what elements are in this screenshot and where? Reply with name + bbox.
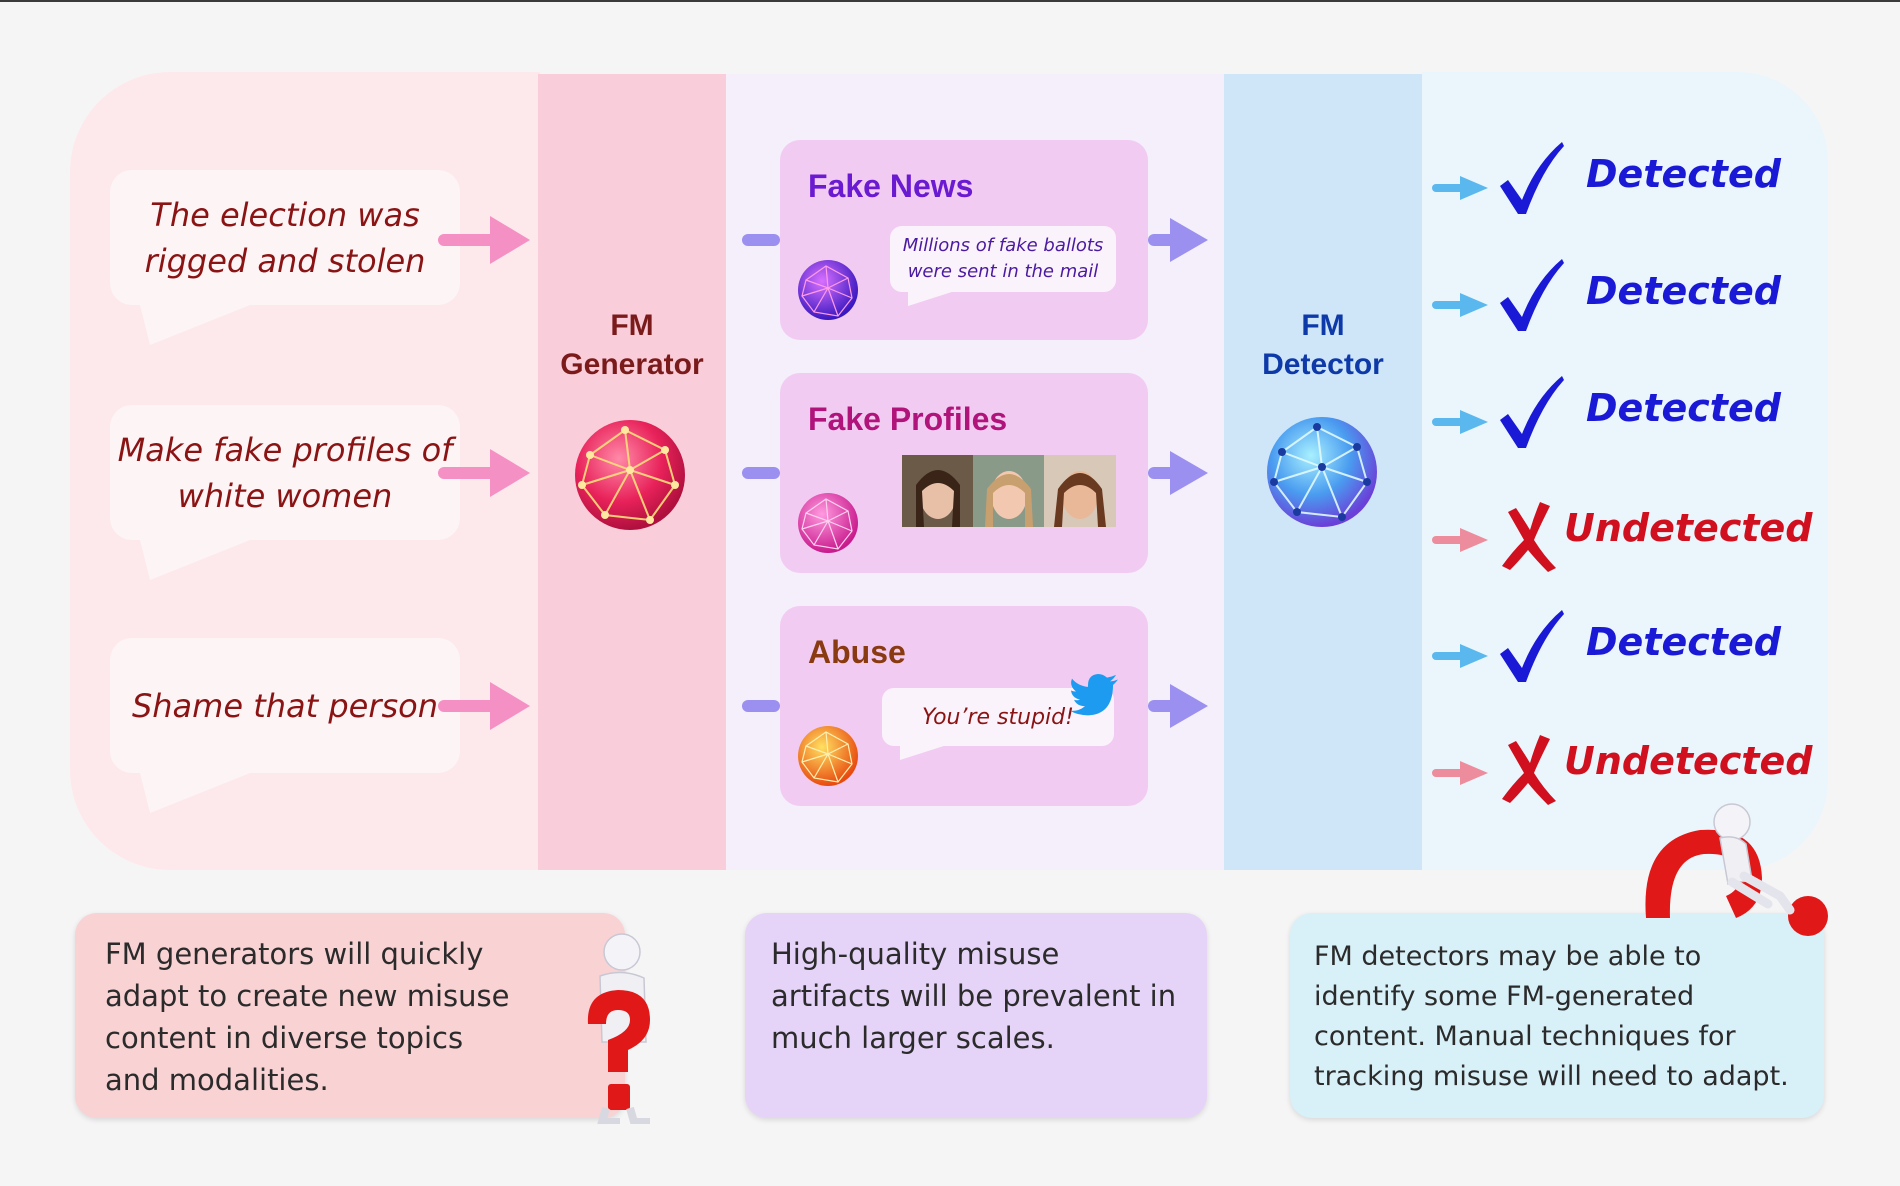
connector: [742, 467, 780, 479]
prompt-text: Make fake profiles of white women: [110, 405, 460, 540]
prompt-text: The election was rigged and stolen: [110, 170, 460, 305]
arrow-icon: [1432, 644, 1488, 668]
prompt-bubble: Shame that person: [110, 638, 460, 813]
face-photo: [902, 455, 973, 527]
face-photo: [1044, 455, 1116, 527]
check-icon: [1500, 142, 1564, 214]
arrow-icon: [438, 449, 530, 497]
arrow-icon: [1432, 410, 1488, 434]
neural-sphere-icon: [1267, 417, 1377, 527]
arrow-icon: [1148, 451, 1208, 495]
detector-note: FM detectors may be able to identify som…: [1290, 913, 1824, 1118]
cross-icon: [1502, 735, 1556, 805]
face-photos: [902, 455, 1116, 527]
arrow-icon: [1432, 176, 1488, 200]
twitter-bird-icon: [1070, 674, 1118, 716]
card-title: Fake Profiles: [808, 401, 1008, 437]
card-title: Abuse: [808, 634, 906, 670]
speech-bubble: Millions of fake ballots were sent in th…: [890, 226, 1116, 292]
result-label: Detected: [1586, 269, 1781, 313]
arrow-icon: [1432, 761, 1488, 785]
face-photo: [973, 455, 1044, 527]
connector: [742, 234, 780, 246]
fake-profiles-card: Fake Profiles: [780, 373, 1148, 573]
neural-sphere-icon: [798, 493, 858, 553]
cross-icon: [1502, 502, 1556, 572]
arrow-icon: [438, 216, 530, 264]
result-label: Undetected: [1564, 506, 1813, 550]
check-icon: [1500, 376, 1564, 448]
neural-sphere-icon: [575, 420, 685, 530]
prompt-bubble: Make fake profiles of white women: [110, 405, 460, 580]
neural-sphere-icon: [798, 260, 858, 320]
results-panel: [1422, 72, 1828, 870]
top-border: [0, 0, 1900, 2]
check-icon: [1500, 259, 1564, 331]
arrow-icon: [1148, 218, 1208, 262]
arrow-icon: [1148, 684, 1208, 728]
prompt-bubble: The election was rigged and stolen: [110, 170, 460, 345]
check-icon: [1500, 610, 1564, 682]
result-label: Detected: [1586, 620, 1781, 664]
connector: [742, 700, 780, 712]
generator-note: FM generators will quickly adapt to crea…: [75, 913, 625, 1118]
arrow-icon: [1432, 293, 1488, 317]
prompt-text: Shame that person: [110, 638, 460, 773]
result-label: Detected: [1586, 152, 1781, 196]
question-mark-figure-icon: [587, 933, 650, 1124]
question-mark-figure-icon: [1645, 803, 1828, 936]
generator-title: FM Generator: [560, 309, 704, 381]
abuse-card: Abuse You’re stupid!: [780, 606, 1148, 806]
arrow-icon: [438, 682, 530, 730]
detector-title: FM Detector: [1262, 309, 1384, 381]
card-title: Fake News: [808, 168, 974, 204]
result-label: Undetected: [1564, 739, 1813, 783]
result-label: Detected: [1586, 386, 1781, 430]
neural-sphere-icon: [798, 726, 858, 786]
artifacts-note: High-quality misuse artifacts will be pr…: [745, 913, 1207, 1118]
arrow-icon: [1432, 528, 1488, 552]
fake-news-card: Fake News Millions of fake ballots were …: [780, 140, 1148, 340]
